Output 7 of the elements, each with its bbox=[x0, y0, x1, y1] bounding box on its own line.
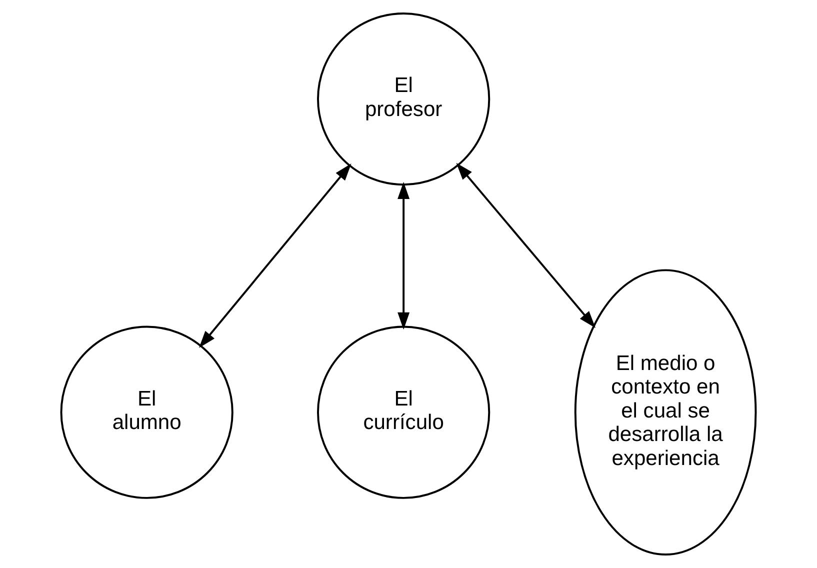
arrow bbox=[398, 182, 410, 330]
arrow bbox=[199, 164, 352, 348]
node-circle: El alumno bbox=[60, 326, 234, 499]
node-circle: El profesor bbox=[317, 12, 490, 186]
node-circle: El currículo bbox=[317, 326, 490, 499]
arrow bbox=[456, 162, 596, 328]
node-ellipse: El medio o contexto en el cual se desarrolla la experiencia bbox=[574, 269, 757, 556]
